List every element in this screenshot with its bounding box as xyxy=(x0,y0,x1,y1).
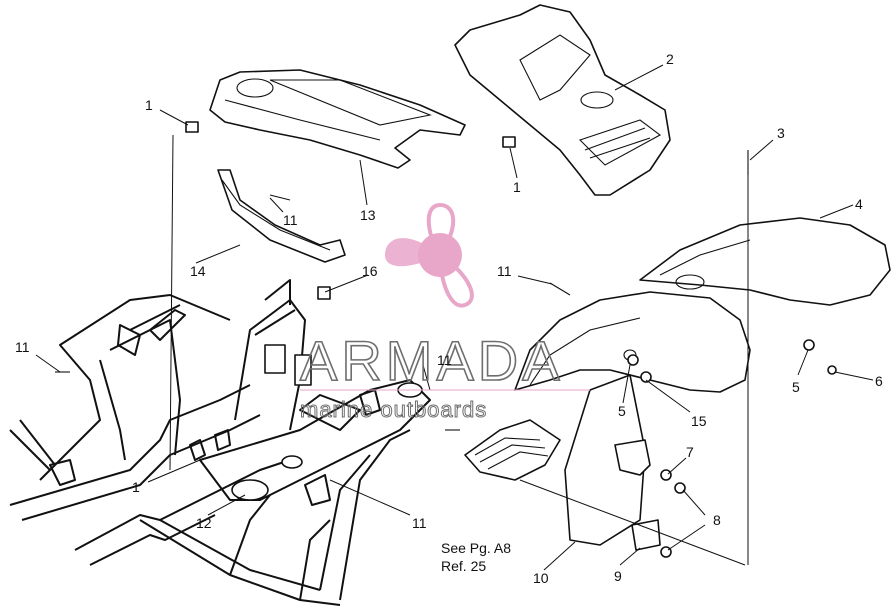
callout-13: 13 xyxy=(360,207,376,223)
watermark-tagline: marine outboards xyxy=(300,397,487,422)
callout-5b: 5 xyxy=(618,403,626,419)
main-frame xyxy=(9,279,431,606)
callout-1a: 1 xyxy=(145,97,153,113)
bracket xyxy=(217,169,346,263)
callout-6: 6 xyxy=(875,373,883,389)
callout-5a: 5 xyxy=(792,379,800,395)
callout-1b: 1 xyxy=(513,179,521,195)
mud-flap xyxy=(564,374,646,546)
callout-9: 9 xyxy=(614,568,622,584)
front-hood xyxy=(209,69,466,169)
callout-16: 16 xyxy=(362,263,378,279)
callout-11d: 11 xyxy=(437,352,452,368)
reference-line-1: See Pg. A8 xyxy=(441,540,511,556)
callout-7: 7 xyxy=(686,444,694,460)
watermark-brand: ARMADA xyxy=(300,329,564,392)
leader-lines xyxy=(35,64,874,571)
callout-2: 2 xyxy=(666,51,674,67)
callout-8: 8 xyxy=(713,512,721,528)
callout-10: 10 xyxy=(533,570,549,586)
callout-labels: 1 1 1 2 3 4 5 5 6 7 8 9 10 11 11 11 11 1… xyxy=(15,51,883,586)
rear-hood xyxy=(454,4,671,196)
callout-3: 3 xyxy=(777,125,785,141)
callout-11a: 11 xyxy=(283,212,298,228)
callout-14: 14 xyxy=(190,263,206,279)
rear-fender xyxy=(639,217,891,306)
callout-11b: 11 xyxy=(497,263,512,279)
bracket-plates xyxy=(614,439,661,551)
fasteners xyxy=(55,121,837,558)
callout-1c: 1 xyxy=(132,479,140,495)
callout-11c: 11 xyxy=(15,339,30,355)
footrest xyxy=(464,419,561,481)
callout-4: 4 xyxy=(855,196,863,212)
reference-note: See Pg. A8 Ref. 25 xyxy=(441,540,511,574)
callout-12: 12 xyxy=(196,515,212,531)
reference-line-2: Ref. 25 xyxy=(441,558,486,574)
propeller-icon xyxy=(385,202,474,308)
watermark: ARMADA marine outboards xyxy=(299,202,590,423)
callout-11e: 11 xyxy=(412,515,427,531)
callout-15: 15 xyxy=(691,413,707,429)
